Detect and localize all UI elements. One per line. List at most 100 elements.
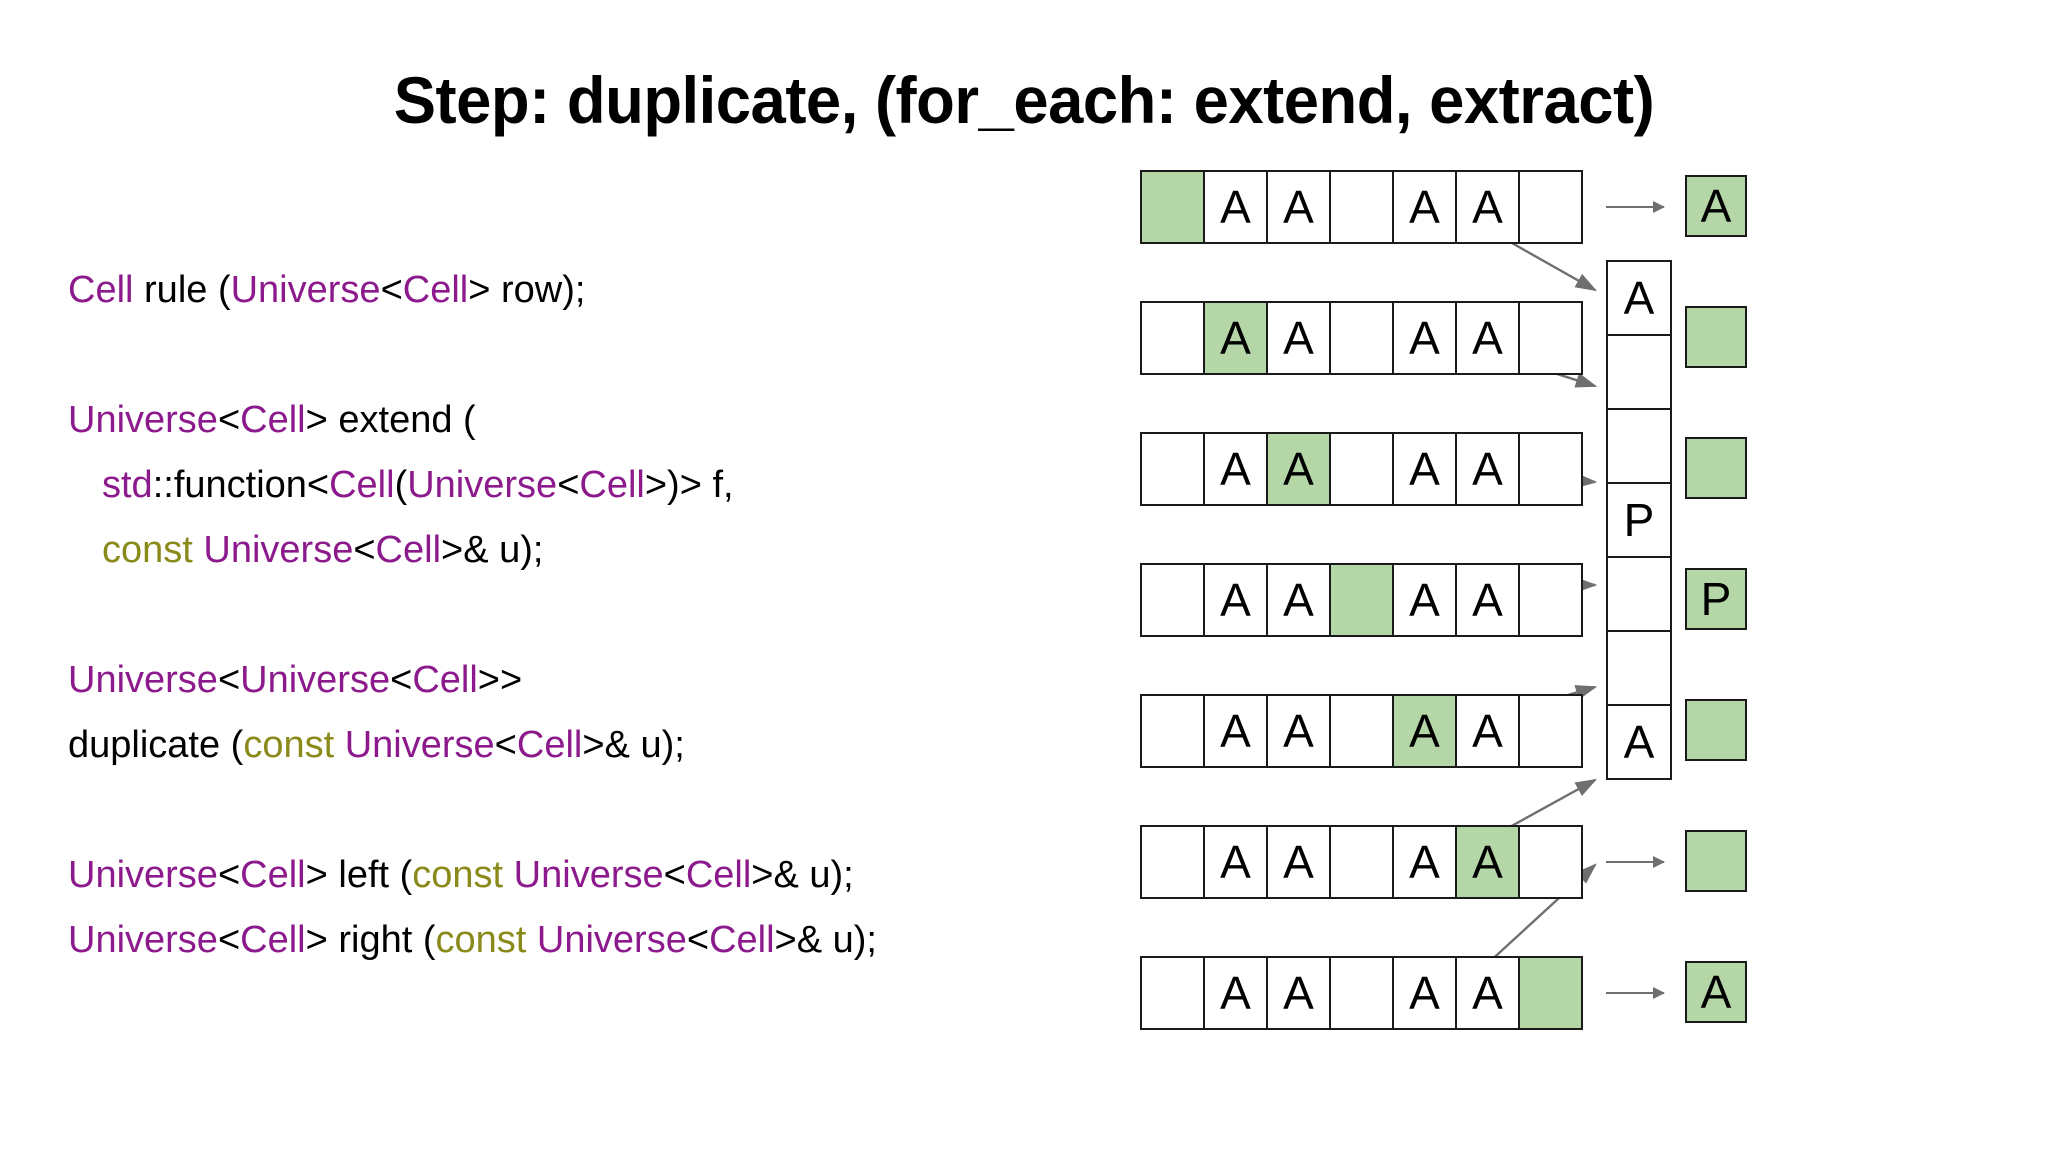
cell: A: [1203, 956, 1268, 1030]
code-token: [334, 724, 345, 766]
cell: [1140, 825, 1205, 899]
blank-1: [68, 323, 877, 388]
line-extend-arg2: const Universe<Cell>& u);: [68, 518, 877, 583]
row-arrow-icon: [1606, 201, 1665, 213]
code-token: rule (: [133, 269, 231, 311]
cell-focused: A: [1455, 825, 1520, 899]
code-token: Cell: [412, 659, 478, 701]
result-box: [1685, 437, 1747, 499]
cell: A: [1392, 170, 1457, 244]
cell-focused: A: [1266, 432, 1331, 506]
result-box: [1685, 699, 1747, 761]
final-cell: A: [1606, 260, 1672, 336]
result-box: [1685, 830, 1747, 892]
code-token: Cell: [68, 269, 134, 311]
blank-3: [68, 778, 877, 843]
cell: A: [1392, 956, 1457, 1030]
code-token: Universe: [203, 529, 354, 571]
code-token: >& u);: [582, 724, 685, 766]
final-cell: [1606, 408, 1672, 484]
code-token: Cell: [579, 464, 645, 506]
code-token: > row);: [468, 269, 586, 311]
code-token: [193, 529, 204, 571]
code-token: >& u);: [441, 529, 544, 571]
code-token: > right (: [305, 919, 436, 961]
cell: A: [1266, 694, 1331, 768]
line-extend: Universe<Cell> extend (: [68, 388, 877, 453]
cell: [1518, 694, 1583, 768]
cell-focused: A: [1203, 301, 1268, 375]
cell: A: [1455, 301, 1520, 375]
cell: A: [1455, 956, 1520, 1030]
cell: [1140, 694, 1205, 768]
result-box: [1685, 306, 1747, 368]
code-token: Universe: [407, 464, 558, 506]
code-token: > left (: [305, 854, 413, 896]
line-left: Universe<Cell> left (const Universe<Cell…: [68, 843, 877, 908]
cell: [1140, 301, 1205, 375]
code-token: Universe: [344, 724, 495, 766]
cell: [1140, 432, 1205, 506]
cell: [1518, 563, 1583, 637]
page-title: Step: duplicate, (for_each: extend, extr…: [393, 63, 1655, 137]
line-rule: Cell rule (Universe<Cell> row);: [68, 258, 877, 323]
code-token: >)> f,: [644, 464, 734, 506]
cell: [1329, 825, 1394, 899]
row-arrow-icon: [1606, 987, 1665, 999]
cell: [1518, 301, 1583, 375]
code-token: Cell: [402, 269, 469, 311]
final-column: A P A: [1606, 260, 1672, 780]
cell: A: [1266, 956, 1331, 1030]
result-box: P: [1685, 568, 1747, 630]
code-token: Cell: [240, 854, 306, 896]
code-token: <: [217, 399, 241, 441]
code-token: Universe: [513, 854, 664, 896]
code-token: >& u);: [751, 854, 854, 896]
code-token: Cell: [685, 854, 752, 896]
code-token: [526, 919, 537, 961]
cell: [1329, 956, 1394, 1030]
line-dup-ret: Universe<Universe<Cell>>: [68, 648, 877, 713]
code-token: Cell: [240, 399, 306, 441]
cell: [1140, 563, 1205, 637]
code-token: Universe: [230, 269, 381, 311]
code-token: Cell: [516, 724, 583, 766]
cell: A: [1203, 432, 1268, 506]
cell-focused: [1140, 170, 1205, 244]
cell-focused: [1329, 563, 1394, 637]
cell: A: [1203, 694, 1268, 768]
code-token: Universe: [68, 919, 218, 961]
code-token: (: [394, 464, 408, 506]
code-token: <: [686, 919, 710, 961]
cell: A: [1203, 825, 1268, 899]
row-arrow-icon: [1606, 856, 1665, 868]
final-cell: [1606, 334, 1672, 410]
code-token: const: [243, 724, 335, 766]
line-extend-arg1: std::function<Cell(Universe<Cell>)> f,: [68, 453, 877, 518]
final-cell: A: [1606, 704, 1672, 780]
final-cell: P: [1606, 482, 1672, 558]
cell: [1518, 432, 1583, 506]
code-token: <: [380, 269, 403, 311]
code-token: Cell: [240, 919, 306, 961]
cell: A: [1203, 563, 1268, 637]
cell: A: [1266, 563, 1331, 637]
cell: [1140, 956, 1205, 1030]
code-token: const: [435, 919, 527, 961]
cell: A: [1455, 563, 1520, 637]
cell: A: [1455, 170, 1520, 244]
cell: [1329, 694, 1394, 768]
cell: A: [1392, 563, 1457, 637]
code-token: Universe: [240, 659, 391, 701]
code-token: ::function<: [152, 464, 330, 506]
cell: A: [1455, 694, 1520, 768]
code-token: Cell: [329, 464, 395, 506]
cell: A: [1392, 825, 1457, 899]
final-cell: [1606, 556, 1672, 632]
code-token: duplicate (: [68, 724, 244, 766]
